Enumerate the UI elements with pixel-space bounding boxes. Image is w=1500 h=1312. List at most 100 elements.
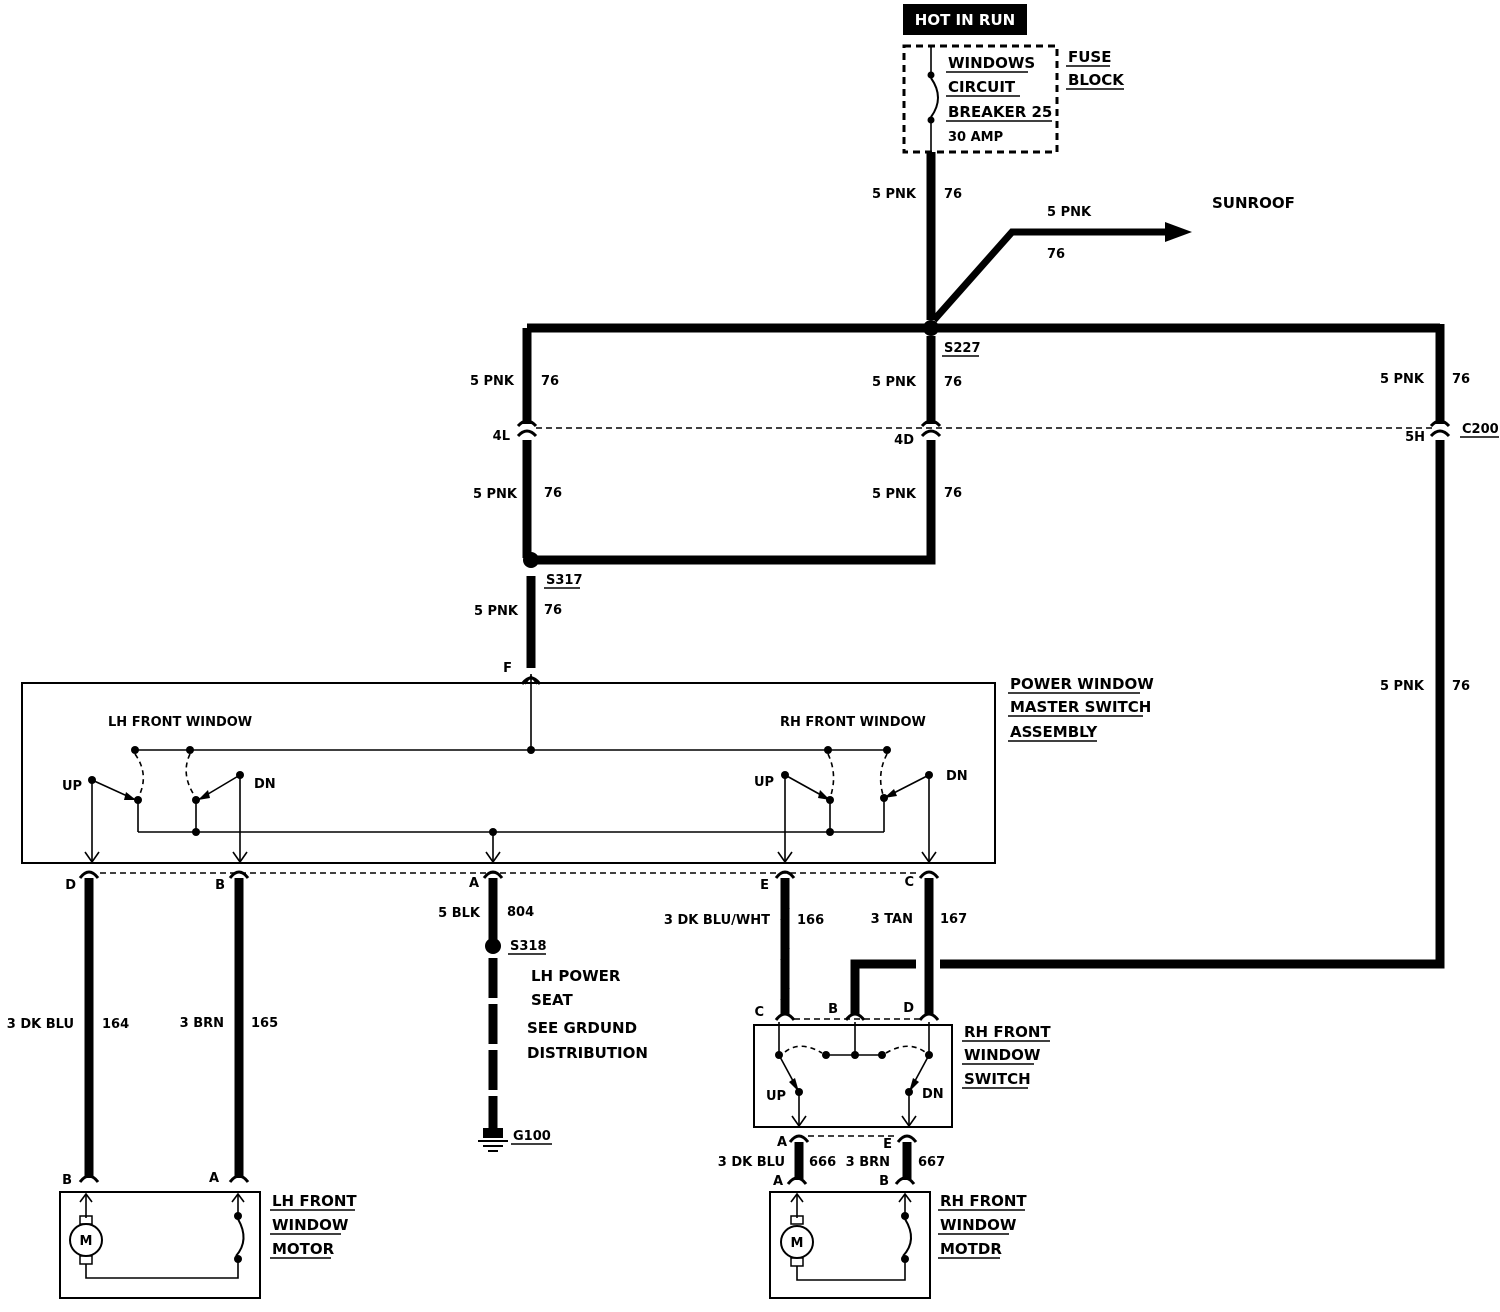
sunroof-wire-size: 5 PNK (1047, 205, 1092, 220)
rh-switch-title-line1: RH FRONT (964, 1023, 1051, 1041)
master-switch-title-line3: ASSEMBLY (1010, 723, 1098, 741)
rh-switch-dn: DN (922, 1087, 944, 1102)
ground-note-line1: LH POWER (531, 967, 621, 985)
rh-motor-pin-a: A (773, 1174, 783, 1189)
rh-switch-pin-c: C (754, 1005, 764, 1020)
wire-804-size: 5 BLK (438, 906, 481, 921)
fuse-rating: 30 AMP (948, 130, 1003, 145)
wire-tan-167: 3 TAN 167 (871, 878, 967, 1015)
circuit-breaker-symbol (927, 46, 939, 152)
rh-switch-pin-b: B (828, 1002, 838, 1017)
master-switch-title-line1: POWER WINDOW (1010, 675, 1154, 693)
rh-motor-title-line2: WINDOW (940, 1216, 1017, 1234)
hot-in-run-box: HOT IN RUN (903, 4, 1027, 35)
wire-right-num: 76 (1452, 372, 1470, 387)
wire-165-size: 3 BRN (180, 1016, 224, 1031)
wire-left-to-4l: 5 PNK 76 (470, 328, 559, 424)
sunroof-label: SUNROOF (1212, 194, 1295, 212)
master-switch-title-line2: MASTER SWITCH (1010, 698, 1151, 716)
wire-left-num: 76 (541, 374, 559, 389)
wire-164-size: 3 DK BLU (7, 1017, 74, 1032)
pin-4l: 4L (493, 429, 510, 444)
wire-4l-below-size: 5 PNK (473, 487, 518, 502)
wire-164-num: 164 (102, 1017, 129, 1032)
wire-s317-num: 76 (544, 603, 562, 618)
rh-motor-m: M (791, 1236, 804, 1251)
rh-switch-pin-e: E (883, 1137, 892, 1152)
rh-motor-symbol: M (780, 1215, 814, 1267)
rh-switch-title-line2: WINDOW (964, 1046, 1041, 1064)
master-pin-a: A (469, 876, 479, 891)
lh-front-window-label: LH FRONT WINDOW (108, 715, 252, 730)
fuse-block-label-line2: BLOCK (1068, 71, 1125, 89)
lh-motor-pin-a: A (209, 1171, 219, 1186)
wire-4d-below-size: 5 PNK (872, 487, 917, 502)
wire-brn-667: 3 BRN 667 (846, 1142, 945, 1180)
feed-wire-size: 5 PNK (872, 187, 917, 202)
fuse-block: WINDOWS CIRCUIT BREAKER 25 30 AMP FUSE B… (902, 44, 1125, 154)
wire-4d-below-num: 76 (944, 486, 962, 501)
s318-label: S318 (510, 939, 547, 954)
master-pin-b: B (215, 878, 225, 893)
wire-166-num: 166 (797, 913, 824, 928)
wire-5h-to-rh-switch: 5 PNK 76 (940, 440, 1470, 969)
wire-dk-blu-666: 3 DK BLU 666 (718, 1142, 836, 1180)
fuse-block-label-line1: FUSE (1068, 48, 1111, 66)
rh-motor-title-line3: MOTDR (940, 1240, 1002, 1258)
master-switch-assembly: F LH FRONT WINDOW UP DN (21, 661, 1154, 864)
master-pin-e: E (760, 878, 769, 893)
lh-motor-symbol: M (69, 1215, 103, 1265)
rh-switch-bottom-connector: A E (777, 1134, 918, 1152)
wire-s317-size: 5 PNK (474, 604, 519, 619)
g100-label: G100 (513, 1129, 551, 1144)
wire-right-to-5h: 5 PNK 76 (1380, 324, 1470, 424)
ground-note-line2: SEAT (531, 991, 573, 1009)
rh-dn-label: DN (946, 769, 968, 784)
wire-dk-blu-wht-166: 3 DK BLU/WHT 166 (664, 878, 824, 1015)
wire-4l-below-num: 76 (544, 486, 562, 501)
s317-label: S317 (546, 573, 583, 588)
rh-up-label: UP (754, 775, 774, 790)
rh-motor-title-line1: RH FRONT (940, 1192, 1027, 1210)
sunroof-branch: 5 PNK 76 SUNROOF (931, 194, 1295, 323)
rh-window-motor: A B M RH FRONT WINDOW MOTDR (769, 1174, 1027, 1299)
rh-motor-pin-b: B (879, 1174, 889, 1189)
lh-motor-title-line2: WINDOW (272, 1216, 349, 1234)
wire-left-size: 5 PNK (470, 374, 515, 389)
lh-motor-title-line3: MOTOR (272, 1240, 335, 1258)
lh-window-motor: B A M LH FRONT WINDOW MOTOR (59, 1171, 357, 1299)
wire-right-size: 5 PNK (1380, 372, 1425, 387)
master-pin-c: C (904, 875, 914, 890)
fuse-line3: BREAKER 25 (948, 103, 1052, 121)
wire-666-num: 666 (809, 1155, 836, 1170)
ground-note-line3: SEE GRDUND (527, 1019, 637, 1037)
lh-dn-label: DN (254, 777, 276, 792)
splice-s227: S227 (527, 320, 1440, 357)
wire-dk-blu-164: 3 DK BLU 164 (7, 878, 129, 1178)
rh-switch-pin-d: D (903, 1001, 914, 1016)
rh-window-switch: C B D UP DN RH FRONT WINDOW SWITCH (753, 1001, 1051, 1128)
wire-5h-long-num: 76 (1452, 679, 1470, 694)
master-pin-f: F (503, 661, 512, 676)
rh-switch-pin-a: A (777, 1135, 787, 1150)
wire-blk-804: 5 BLK 804 S318 G100 LH POWER SEAT SEE GR… (438, 878, 648, 1152)
wires-below-c200: 5 PNK 76 5 PNK 76 (473, 440, 962, 565)
fuse-line2: CIRCUIT (948, 78, 1016, 96)
wire-804-num: 804 (507, 905, 534, 920)
wire-667-size: 3 BRN (846, 1155, 890, 1170)
wire-brn-165: 3 BRN 165 (180, 878, 278, 1178)
rh-front-window-label: RH FRONT WINDOW (780, 715, 926, 730)
wire-center-size: 5 PNK (872, 375, 917, 390)
lh-motor-m: M (80, 1234, 93, 1249)
lh-motor-pin-b: B (62, 1173, 72, 1188)
rh-switch-title-line3: SWITCH (964, 1070, 1031, 1088)
wire-667-num: 667 (918, 1155, 945, 1170)
wire-167-num: 167 (940, 912, 967, 927)
wire-center-num: 76 (944, 375, 962, 390)
wire-5h-to-rh-pin-b (850, 959, 916, 1015)
hot-in-run-label: HOT IN RUN (915, 11, 1015, 29)
c200-label: C200 (1462, 422, 1499, 437)
wire-167-size: 3 TAN (871, 912, 913, 927)
wire-166-size: 3 DK BLU/WHT (664, 913, 770, 928)
